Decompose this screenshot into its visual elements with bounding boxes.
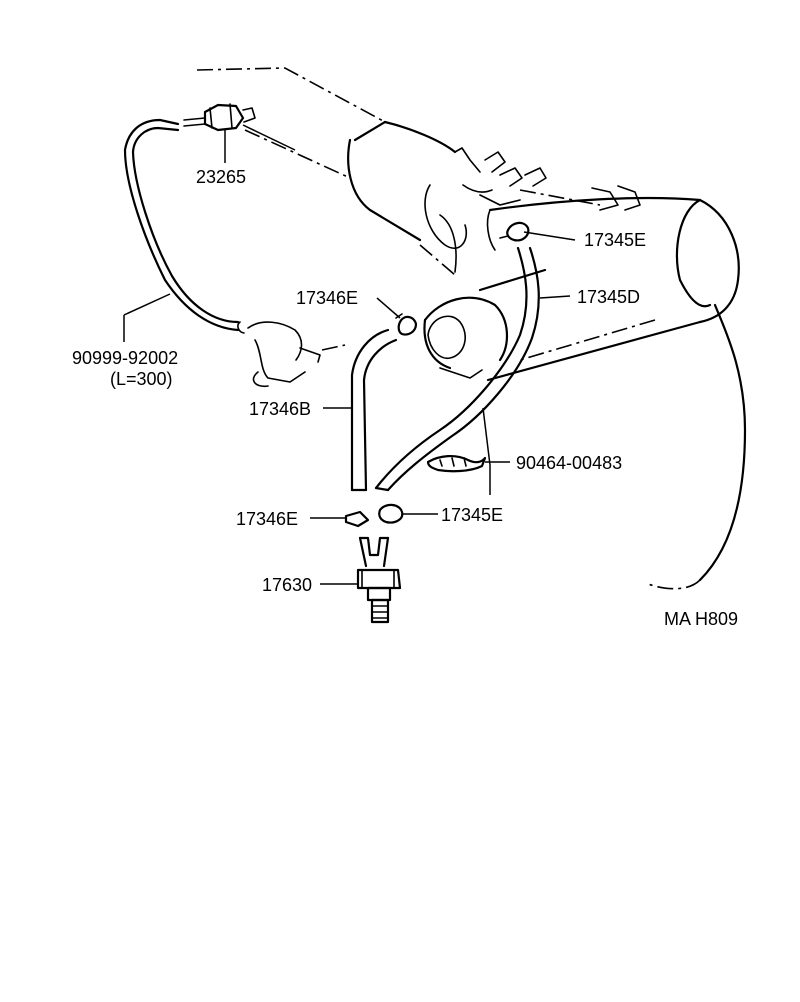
label-17345e-top: 17345E [584,230,646,250]
label-90464-00483: 90464-00483 [516,453,622,473]
hose-17345d [374,246,571,492]
clamp-17345e-top [499,221,576,242]
outline-loop [644,303,747,590]
manifold-pipes [454,147,641,211]
label-17345e-bottom: 17345E [441,505,503,525]
clamp-17345e-bottom [378,503,438,524]
clamp-17346e-top [376,297,418,336]
bracket-90464-00483 [426,407,510,495]
clamp-17346e-bottom [310,510,370,528]
label-90999-length: (L=300) [110,369,173,389]
label-17345d: 17345D [577,287,640,307]
label-17346b: 17346B [249,399,311,419]
label-17630: 17630 [262,575,312,595]
label-23265: 23265 [196,167,246,187]
figure-code: MA H809 [664,609,738,629]
label-90999-92002: 90999-92002 [72,348,178,368]
air-cleaner-body [478,196,740,382]
air-intake-duct [196,67,467,276]
part-23265-fitting [183,103,296,163]
label-17346e-top: 17346E [296,288,358,308]
part-17630-valve [320,536,402,624]
label-17346e-bottom: 17346E [236,509,298,529]
left-component [237,321,346,388]
center-housing [423,296,509,379]
hose-90999-92002 [123,118,240,342]
hose-17346b [323,328,398,492]
